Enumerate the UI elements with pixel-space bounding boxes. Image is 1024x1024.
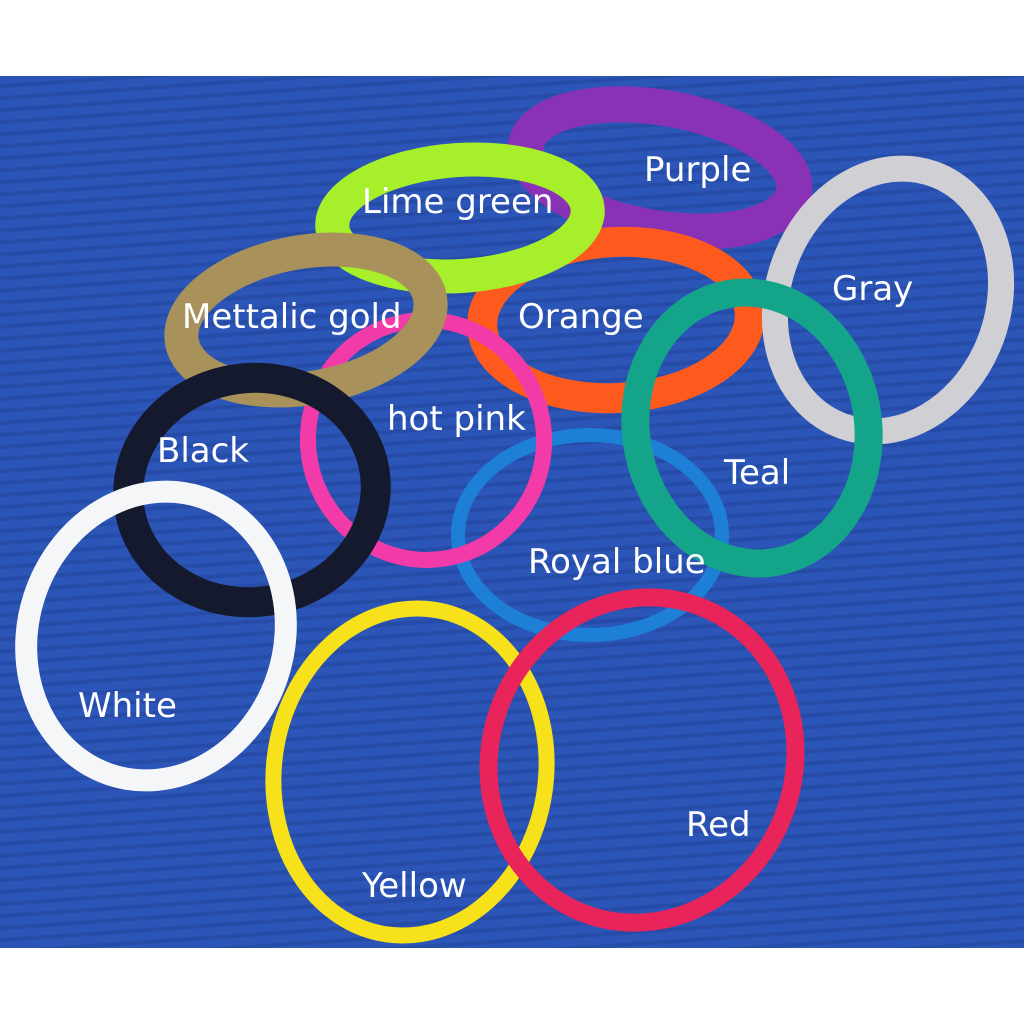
label-teal: Teal [723,453,790,493]
color-labels: Purple Lime green Gray Orange Mettalic g… [78,150,913,906]
band-purple [507,86,813,250]
band-lime-green [315,142,605,294]
band-hot-pink [299,312,553,568]
band-white [15,480,297,792]
label-gray: Gray [832,269,913,309]
band-teal [621,278,883,578]
label-hot-pink: hot pink [387,399,526,439]
label-red: Red [686,805,751,845]
label-orange: Orange [518,297,644,337]
band-gray [761,155,1015,445]
label-white: White [78,686,177,726]
label-lime-green: Lime green [362,182,553,222]
band-royal-blue [451,428,729,642]
band-red [479,588,805,932]
label-yellow: Yellow [361,866,467,906]
wristbands [15,86,1015,944]
band-yellow [265,600,555,944]
label-royal-blue: Royal blue [528,542,706,582]
label-black: Black [157,431,249,471]
label-mettalic-gold: Mettalic gold [182,297,402,337]
label-purple: Purple [644,150,751,190]
